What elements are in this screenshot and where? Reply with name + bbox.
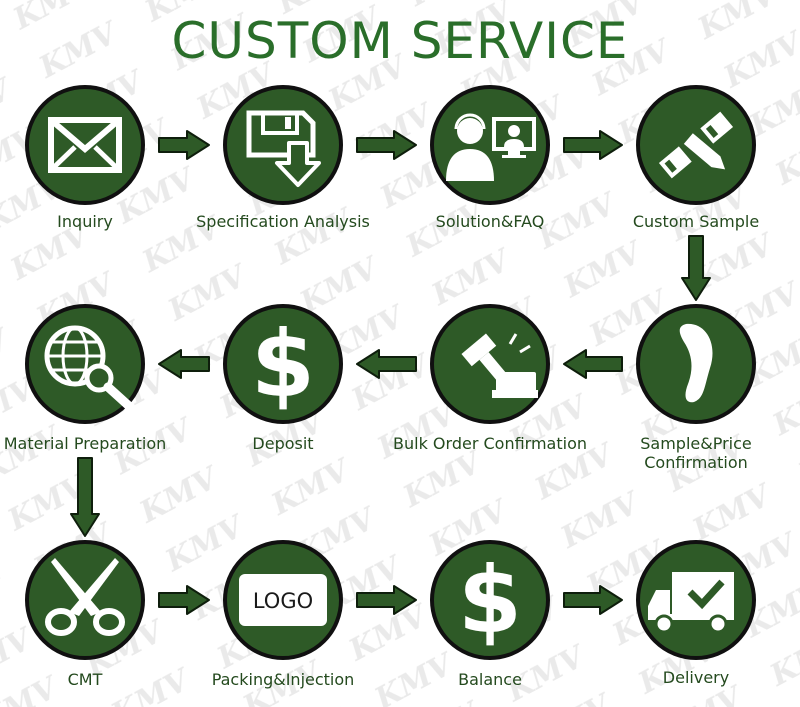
flow-arrow — [563, 130, 623, 160]
flow-arrow — [158, 130, 210, 160]
step-label-line: Confirmation — [644, 453, 748, 472]
step-circle — [25, 85, 145, 205]
step-circle — [223, 85, 343, 205]
dollar-glyph: $ — [458, 547, 522, 654]
logo-box-text: LOGO — [253, 589, 313, 613]
step-label: Specification Analysis — [196, 212, 370, 231]
step-label: Delivery — [662, 668, 730, 687]
step-label: Deposit — [252, 434, 314, 453]
flow-arrow — [158, 349, 210, 379]
flow-step — [636, 85, 756, 205]
flow-step: $ — [430, 540, 550, 660]
flow-step: LOGO — [223, 540, 343, 660]
flow-step — [25, 304, 145, 424]
flow-arrow — [356, 130, 417, 160]
flow-arrow — [356, 349, 417, 379]
flow-step: $ — [223, 304, 343, 424]
flow-step — [430, 85, 550, 205]
flow-arrow — [356, 585, 417, 615]
step-label: Inquiry — [57, 212, 113, 231]
pencil-ruler-icon — [658, 111, 734, 179]
dollar-icon: $ — [251, 311, 315, 418]
globe-search-icon — [44, 325, 134, 411]
flow-arrow — [158, 585, 210, 615]
insole-icon — [679, 323, 713, 403]
logo-box-icon: LOGO — [239, 574, 327, 626]
flow-arrows — [70, 130, 711, 615]
step-label: Packing&Injection — [211, 670, 355, 689]
step-label: Solution&FAQ — [435, 212, 545, 231]
flow-arrow — [563, 349, 623, 379]
support-agent-icon — [446, 113, 536, 181]
step-label: Bulk Order Confirmation — [393, 434, 587, 453]
dollar-glyph: $ — [251, 311, 315, 418]
flow-arrow — [563, 585, 623, 615]
page-title: CUSTOM SERVICE — [171, 12, 629, 70]
envelope-icon — [48, 117, 122, 173]
step-label: Balance — [458, 670, 522, 689]
step-circle — [223, 304, 343, 424]
flow-step — [223, 85, 343, 205]
step-circle — [430, 85, 550, 205]
flow-arrow — [681, 235, 711, 301]
step-label: CMT — [67, 670, 103, 689]
flow-step — [25, 85, 145, 205]
step-label: Material Preparation — [3, 434, 167, 453]
flow-step — [636, 540, 756, 660]
flow-step — [25, 540, 145, 660]
gavel-icon — [461, 333, 538, 398]
flow-step — [636, 304, 756, 424]
dollar-icon: $ — [458, 547, 522, 654]
step-circle — [430, 540, 550, 660]
delivery-truck-icon — [648, 572, 734, 634]
flow-step — [430, 304, 550, 424]
scissors-icon — [45, 558, 125, 636]
step-label-line: Sample&Price — [640, 434, 752, 453]
flow-arrow — [70, 457, 100, 537]
step-label: Custom Sample — [632, 212, 760, 231]
flow-steps: $ LOGO $ — [25, 85, 756, 660]
save-download-icon — [246, 110, 321, 187]
